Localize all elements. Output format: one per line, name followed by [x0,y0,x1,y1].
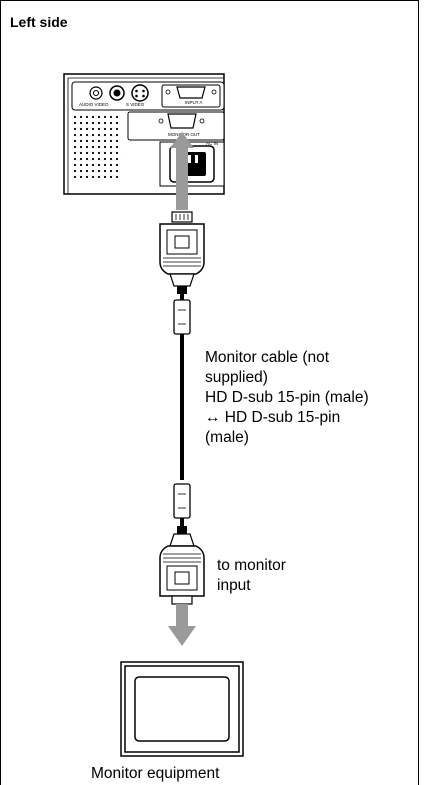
figure-top-border [0,0,419,1]
cable-label-line: (male) [205,429,249,446]
d-sub-plug-icon [159,526,205,605]
cable-label-line: supplied) [205,369,268,386]
audio-video-label: AUDIO VIDEO [79,102,109,107]
cable-label-line: HD D-sub 15-pin (male) [205,389,369,406]
cable-label-line: ↔ HD D-sub 15-pin [205,409,341,426]
power-inlet-icon [159,141,225,187]
monitor-caption: Monitor equipment [91,765,220,782]
figure-heading: Left side [10,14,68,30]
monitor-out-port [127,111,225,141]
vent-grille [72,114,122,178]
arrow-down-icon [168,604,196,646]
ferrite-core-icon [173,299,191,335]
monitor-icon [120,661,244,757]
rca-jack-icon [89,85,125,101]
s-video-jack-icon [131,84,149,102]
monitor-input-note: to monitor input [217,556,286,596]
monitor-input-line: input [217,577,251,594]
d-sub-plug-icon [159,211,205,294]
ac-in-label: AC IN [206,141,218,146]
s-video-label: S VIDEO [126,102,145,107]
monitor-input-line: to monitor [217,557,286,574]
cable-description: Monitor cable (not supplied) HD D-sub 15… [205,348,369,448]
ferrite-core-icon [173,483,191,519]
cable-label-line: Monitor cable (not [205,349,330,366]
d-sub-port-icon [161,84,221,108]
arrow-up-icon [170,132,194,210]
input-a-label: INPUT A [185,100,202,105]
monitor-out-label: MONITOR OUT [168,132,200,137]
